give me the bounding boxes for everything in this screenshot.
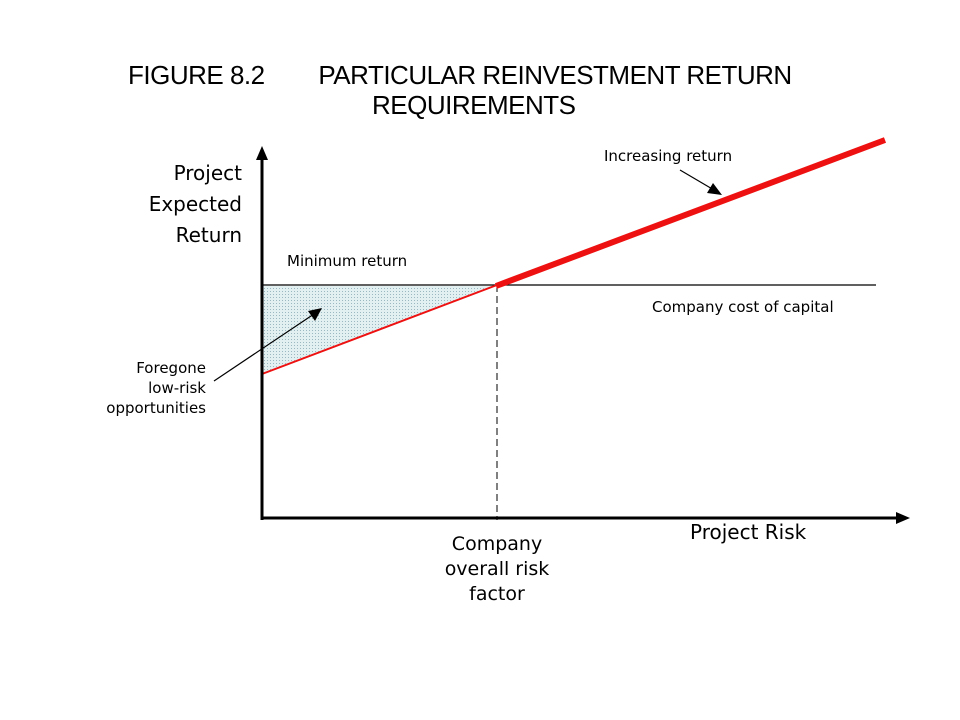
y-axis-label-line-1: Project bbox=[173, 161, 242, 185]
risk-factor-label-line-2: overall risk bbox=[444, 558, 550, 580]
x-axis-arrowhead bbox=[896, 512, 910, 524]
risk-factor-label-line-3: factor bbox=[469, 583, 525, 605]
foregone-opportunities-label: Foregone low-risk opportunities bbox=[40, 358, 206, 418]
y-axis-label-line-2: Expected bbox=[148, 192, 242, 216]
increasing-pointer-line bbox=[679, 169, 715, 191]
return-line-low-risk bbox=[261, 284, 498, 375]
increasing-return-label: Increasing return bbox=[604, 147, 733, 165]
cost-of-capital-label: Company cost of capital bbox=[652, 298, 834, 316]
foregone-label-line-1: Foregone bbox=[136, 359, 206, 377]
foregone-pointer-line bbox=[213, 313, 315, 382]
minimum-return-label: Minimum return bbox=[287, 252, 408, 270]
y-axis-label: Project Expected Return bbox=[100, 158, 242, 251]
x-axis-label: Project Risk bbox=[690, 520, 807, 544]
foregone-label-line-2: low-risk bbox=[148, 379, 206, 397]
figure-title-line-2: REQUIREMENTS bbox=[372, 90, 576, 120]
return-line-high-risk bbox=[494, 137, 887, 289]
risk-factor-label-line-1: Company bbox=[451, 533, 543, 555]
figure-title-line-1: FIGURE 8.2 PARTICULAR REINVESTMENT RETUR… bbox=[128, 60, 792, 90]
foregone-label-line-3: opportunities bbox=[106, 399, 206, 417]
foregone-pointer-arrowhead bbox=[308, 308, 322, 321]
y-axis-label-line-3: Return bbox=[175, 223, 242, 247]
y-axis-arrowhead bbox=[256, 146, 268, 160]
increasing-pointer-arrowhead bbox=[707, 183, 722, 195]
overall-risk-factor-label: Company overall risk factor bbox=[398, 532, 596, 607]
